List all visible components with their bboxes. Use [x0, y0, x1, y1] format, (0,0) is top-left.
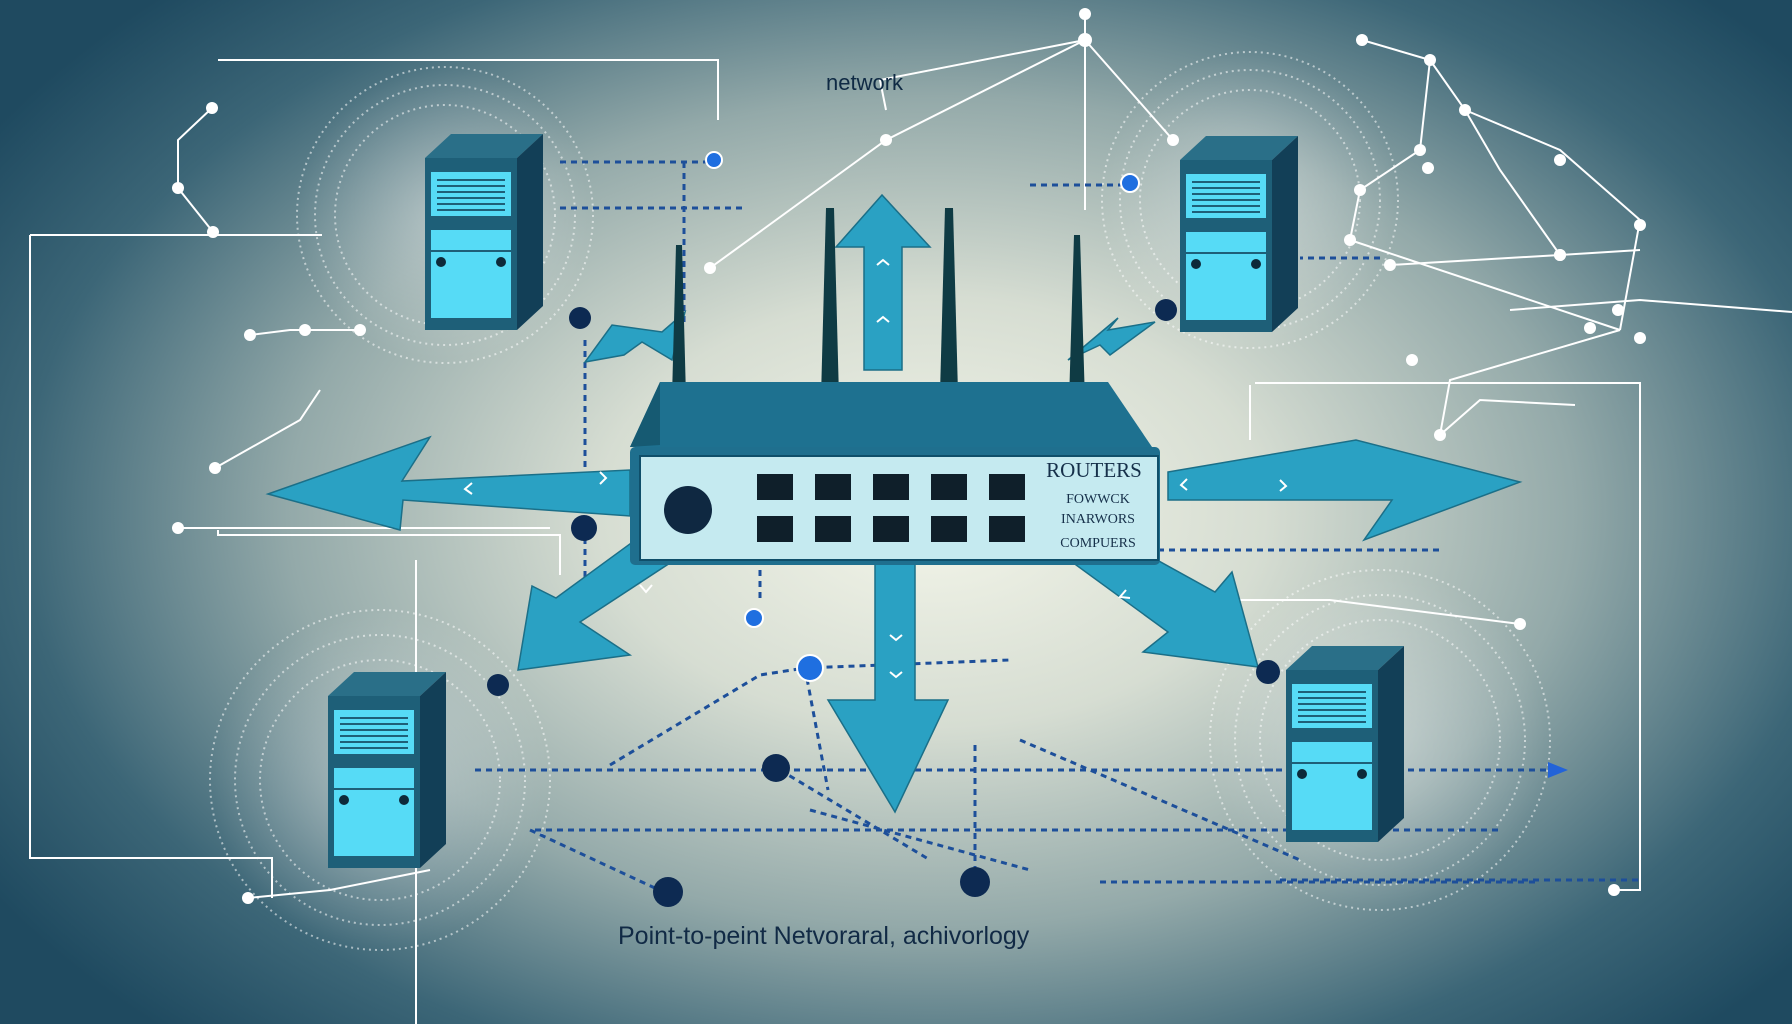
server-bottom-right-icon	[1285, 645, 1405, 843]
server-bottom-left-icon	[327, 671, 447, 869]
node-dots	[172, 8, 1646, 904]
network-label: network	[826, 70, 904, 95]
arrow-right-icon	[1167, 439, 1523, 542]
arrow-left-icon	[265, 435, 631, 531]
blue-node-dots	[705, 151, 1140, 682]
arrow-down-icon	[826, 549, 950, 814]
router-label-line3: INARWORS	[1061, 512, 1135, 527]
connection-lines	[29, 10, 1792, 1024]
arrow-up-left-icon	[583, 309, 687, 364]
server-top-left-icon	[424, 133, 544, 331]
dark-node-dots	[487, 299, 1280, 907]
router-label-line4: COMPUERS	[1060, 536, 1136, 551]
server-top-right-icon	[1179, 135, 1299, 333]
arrow-up-right-icon	[1067, 317, 1156, 361]
router-label-routers: ROUTERS	[1046, 458, 1142, 482]
router-label-line2: FOWWCK	[1066, 492, 1130, 507]
arrow-up-icon	[834, 193, 932, 371]
router-icon	[630, 382, 1160, 565]
footer-caption: Point-to-peint Netvoraral, achivorlogy	[618, 922, 1030, 950]
